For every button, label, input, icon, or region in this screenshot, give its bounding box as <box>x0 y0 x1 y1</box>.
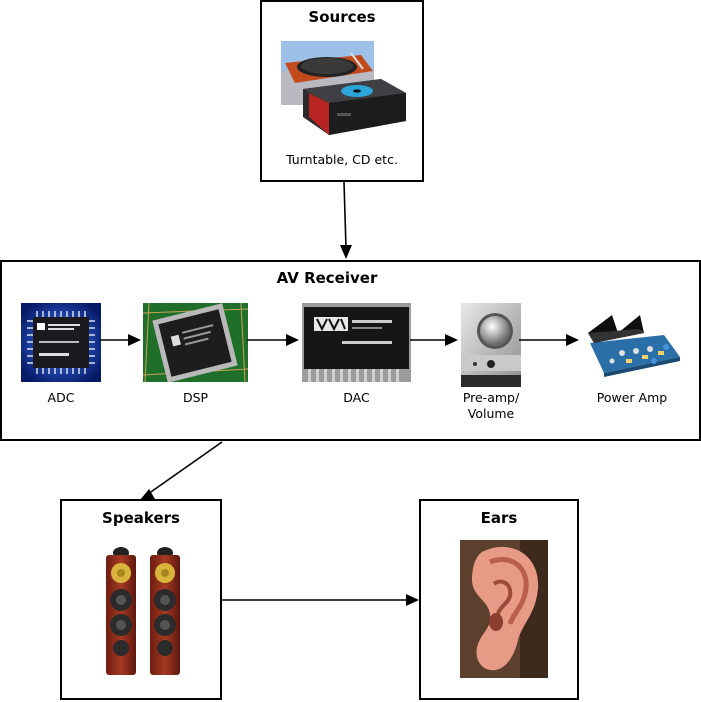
speakers-title: Speakers <box>102 509 180 527</box>
av-receiver-box: AV Receiver ADC <box>0 260 701 441</box>
ears-box: Ears <box>419 499 579 700</box>
speakers-box: Speakers <box>60 499 222 700</box>
power-amp-label: Power Amp <box>596 390 668 405</box>
av-receiver-title: AV Receiver <box>276 269 378 287</box>
preamp-volume-label: Pre-amp/ Volume <box>462 390 520 421</box>
dsp-chip-image <box>143 303 248 382</box>
dsp-label: DSP <box>182 390 209 405</box>
ears-title: Ears <box>480 509 518 527</box>
speakers-image <box>102 545 182 679</box>
turntable-cd-image <box>281 41 407 147</box>
dac-chip-image <box>302 303 411 382</box>
arrowhead-dsp-to-dac <box>286 334 299 346</box>
arrowhead-adc-to-dsp <box>128 334 141 346</box>
sources-title: Sources <box>308 8 376 26</box>
arrowhead-receiver-to-speakers <box>140 489 155 500</box>
adc-label: ADC <box>47 390 75 405</box>
adc-chip-image <box>21 303 101 382</box>
arrowhead-preamp-to-poweramp <box>566 334 579 346</box>
arrowhead-dac-to-preamp <box>445 334 458 346</box>
preamp-volume-image <box>461 303 521 387</box>
ear-image <box>460 540 548 678</box>
sources-box: Sources Turntable, CD etc. <box>260 0 424 182</box>
power-amp-image <box>582 303 683 382</box>
arrowhead-sources-to-receiver <box>340 245 352 259</box>
sources-caption: Turntable, CD etc. <box>286 152 398 167</box>
arrowhead-speakers-to-ears <box>406 594 419 606</box>
dac-label: DAC <box>343 390 370 405</box>
